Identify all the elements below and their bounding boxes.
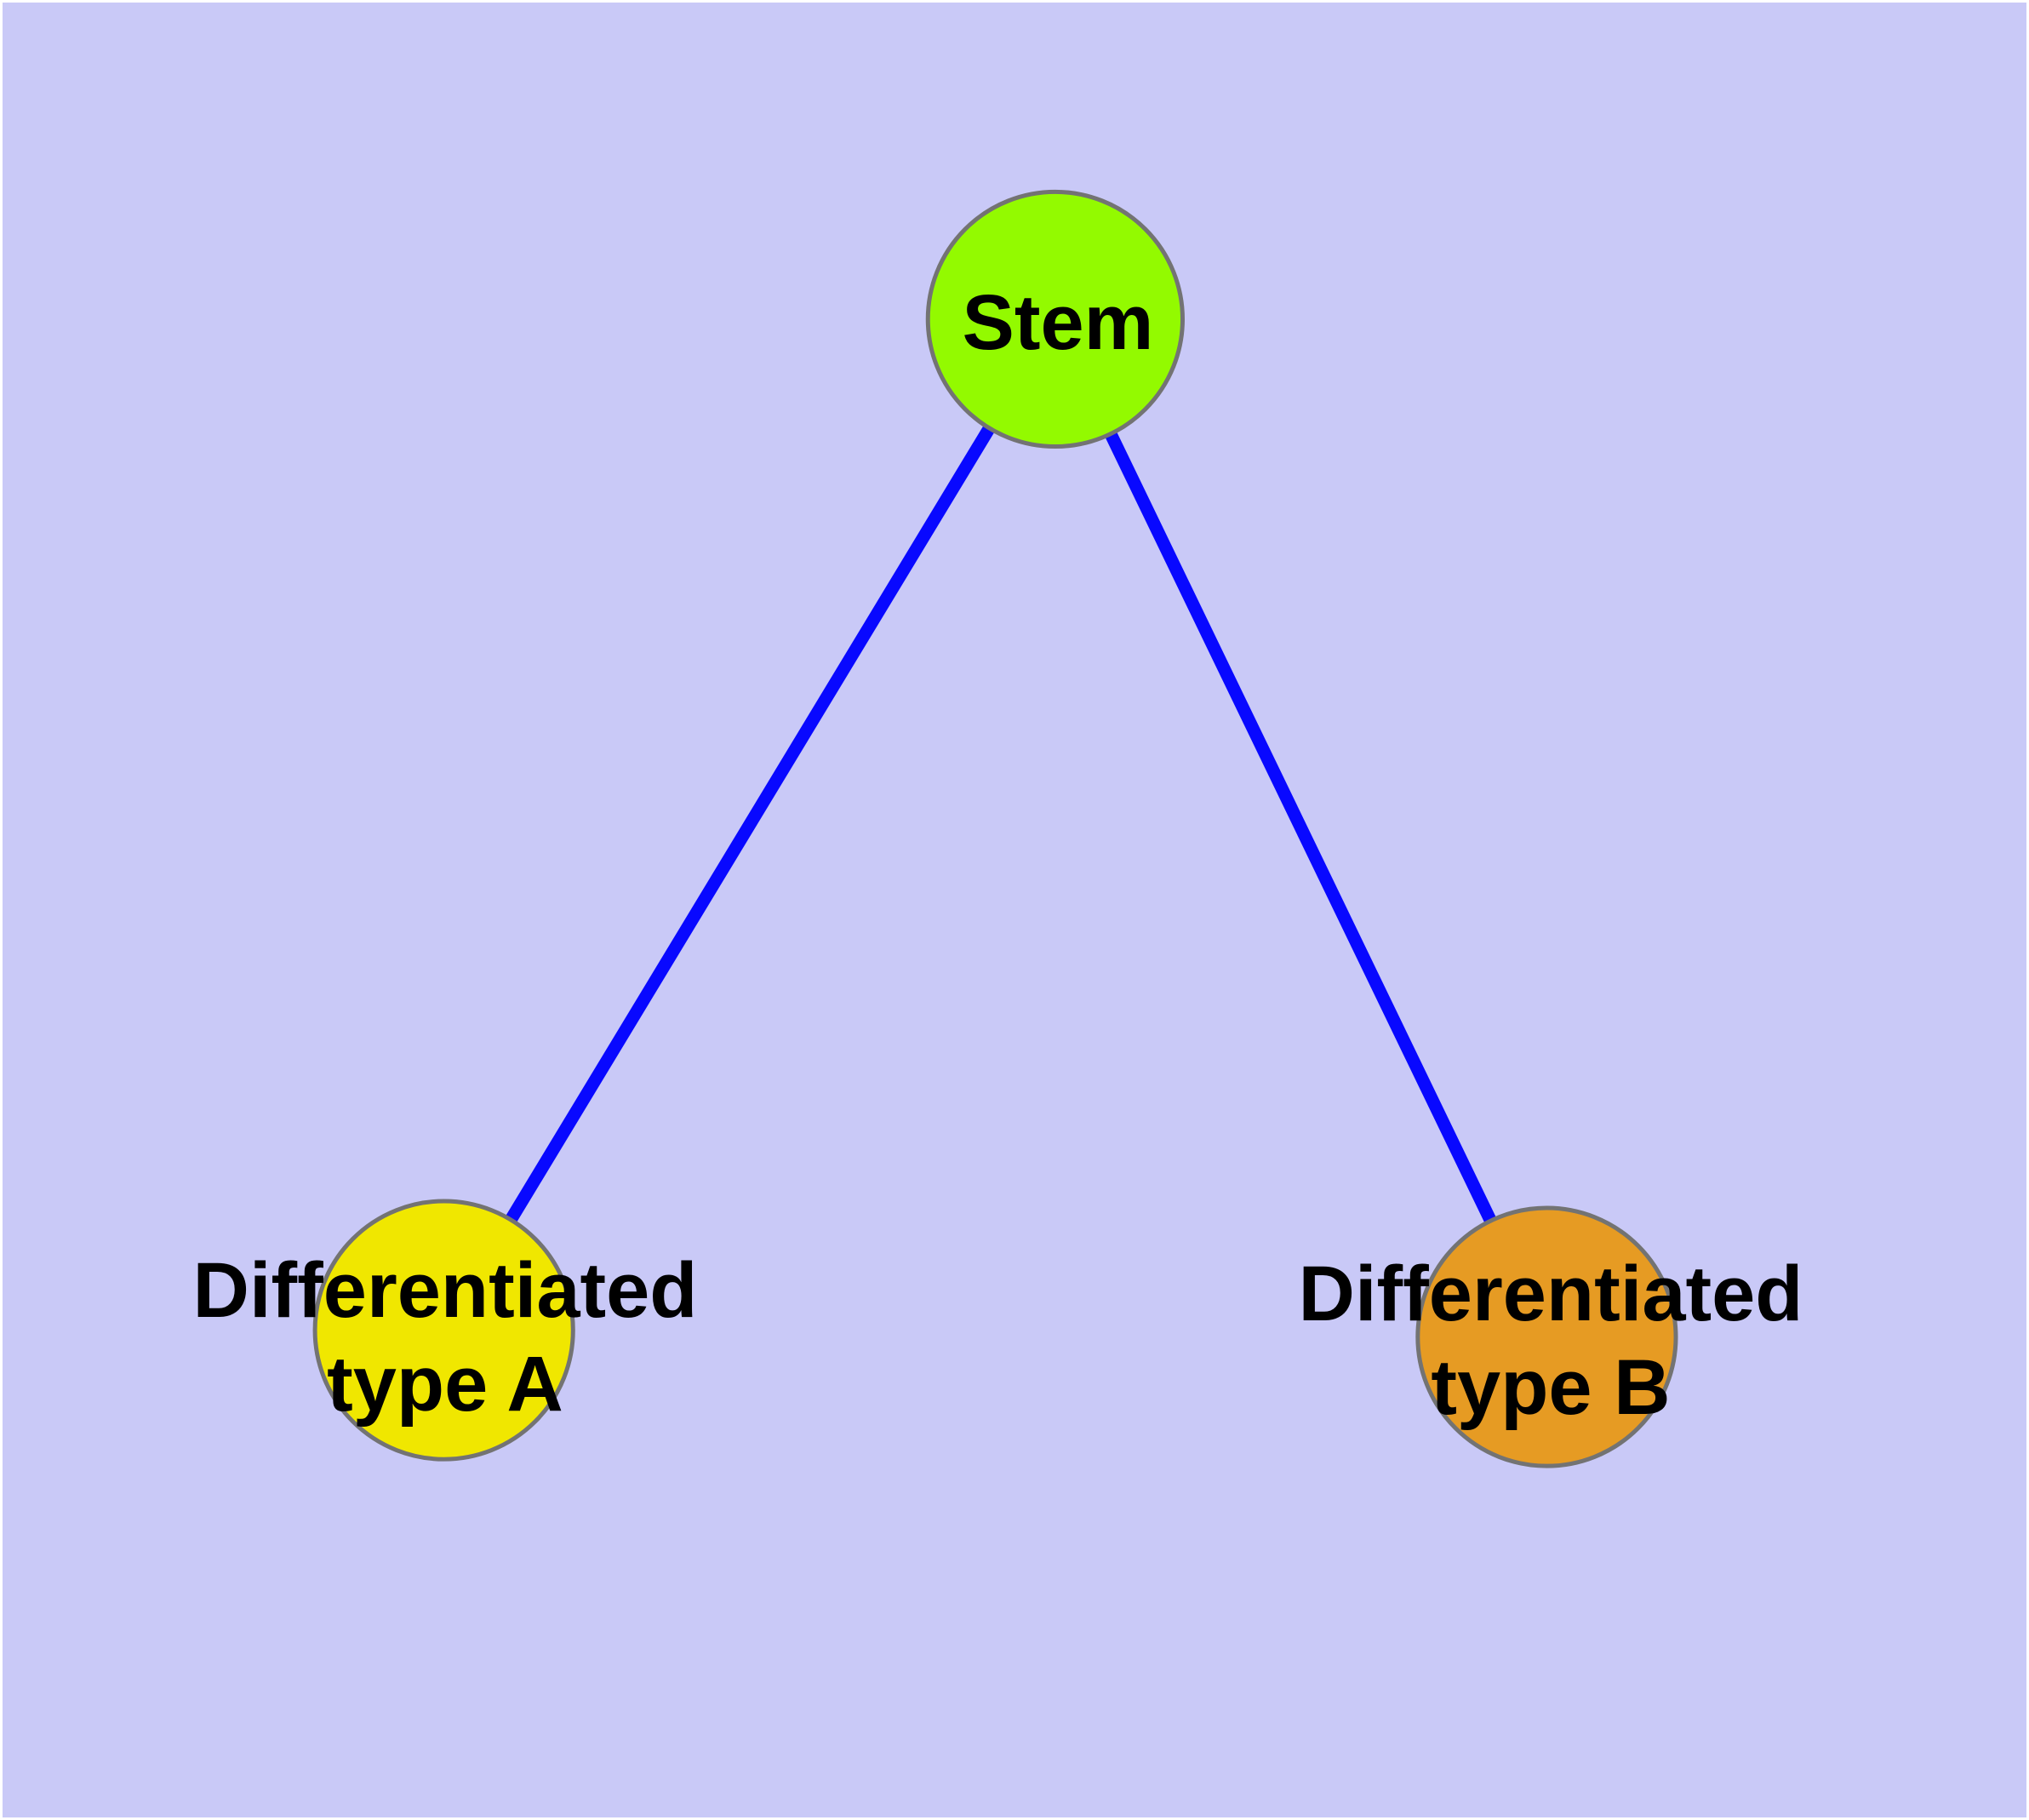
node-stem-label-text: Stem xyxy=(962,279,1154,366)
node-differentiated-type-b-label: Differentiated type B xyxy=(1299,1247,1803,1434)
type-a-label-line2: type A xyxy=(327,1341,563,1428)
type-b-label-line1: Differentiated xyxy=(1298,1251,1803,1337)
node-differentiated-type-a xyxy=(312,1199,575,1462)
type-b-label-line2: type B xyxy=(1431,1344,1671,1431)
node-differentiated-type-a-label: Differentiated type A xyxy=(193,1244,698,1431)
node-differentiated-type-b xyxy=(1415,1205,1678,1468)
type-a-label-line1: Differentiated xyxy=(192,1247,698,1334)
node-stem-label: Stem xyxy=(963,276,1154,369)
edge-stem-to-type-a xyxy=(438,316,1061,1334)
edge-stem-to-type-b xyxy=(1049,316,1553,1340)
graph-drawing xyxy=(312,189,1678,1468)
node-stem xyxy=(925,189,1185,449)
